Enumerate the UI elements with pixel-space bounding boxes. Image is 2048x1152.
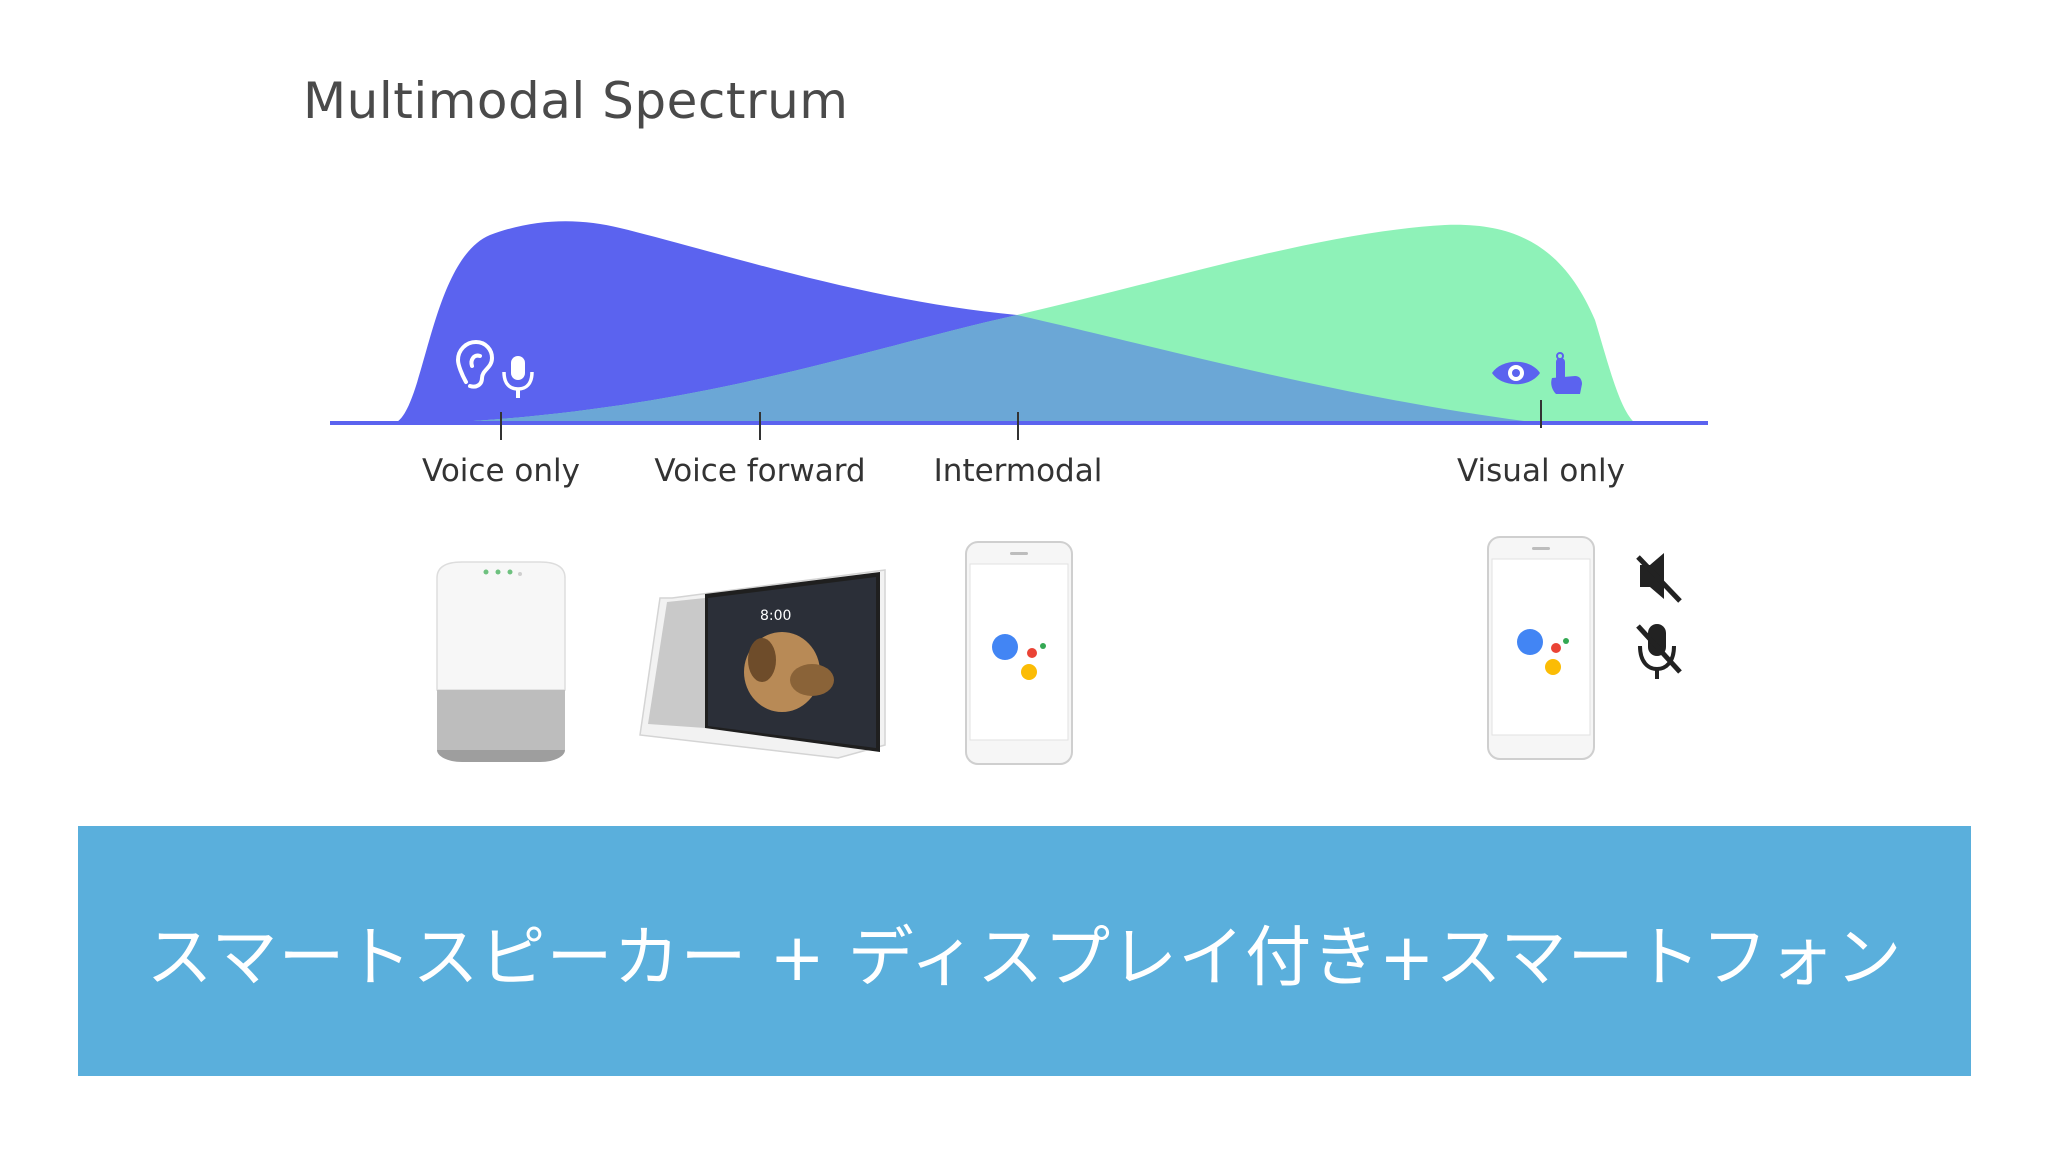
slide-title: Multimodal Spectrum (303, 72, 849, 130)
smart-display-device: 8:00 (639, 569, 886, 759)
caption-banner: スマートスピーカー + ディスプレイ付き+スマートフォン (78, 826, 1971, 1076)
caption-text: スマートスピーカー + ディスプレイ付き+スマートフォン (146, 919, 1903, 996)
stage-label-voice-only: Voice only (422, 453, 580, 489)
smart-speaker-device (436, 561, 566, 762)
microphone-muted-icon (1636, 624, 1682, 679)
smartphone-device (965, 541, 1073, 765)
speaker-muted-icon (1636, 553, 1682, 603)
microphone-icon (502, 356, 534, 398)
overlap-region (440, 315, 1540, 423)
stage-label-voice-forward: Voice forward (654, 453, 866, 489)
stage-label-intermodal: Intermodal (933, 453, 1103, 489)
display-clock: 8:00 (760, 608, 791, 624)
touch-icon (1551, 352, 1582, 394)
smartphone-visual-only-device (1487, 536, 1595, 760)
eye-icon (1492, 361, 1540, 385)
ear-icon (455, 339, 495, 389)
stage-label-visual-only: Visual only (1457, 453, 1625, 489)
